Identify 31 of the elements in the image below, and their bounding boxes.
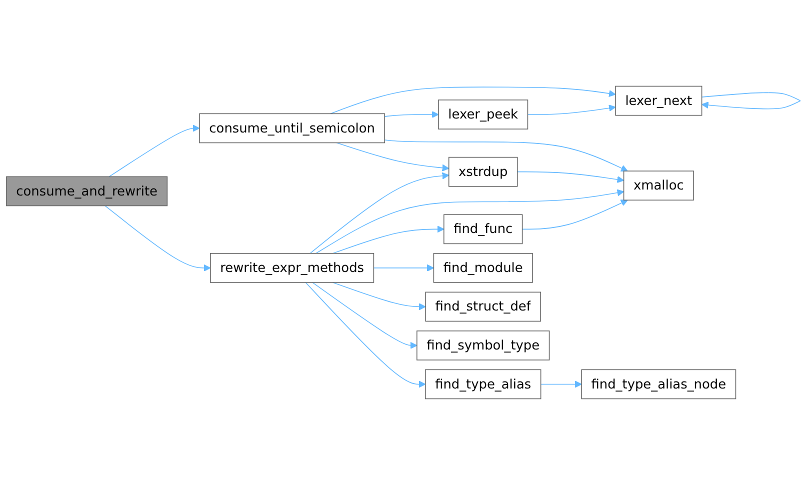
node-box: find_func — [444, 214, 523, 244]
node-box: find_module — [433, 253, 533, 283]
node-box: lexer_peek — [438, 100, 528, 130]
arrow — [516, 171, 624, 183]
arrow — [540, 380, 582, 388]
node-box: lexer_next — [615, 86, 702, 116]
node-box: find_symbol_type — [416, 330, 550, 360]
arrow — [316, 189, 624, 254]
arrow — [332, 226, 444, 254]
arrow — [701, 92, 801, 110]
arrow — [312, 282, 418, 350]
node-box: find_struct_def — [425, 292, 541, 322]
arrow — [527, 104, 616, 115]
arrow — [104, 205, 211, 272]
arrow — [310, 172, 450, 254]
arrow — [108, 124, 200, 178]
arrow — [373, 264, 434, 272]
arrow — [332, 282, 426, 310]
arrow — [330, 86, 616, 114]
arrow — [305, 282, 426, 388]
node-box: find_type_alias — [424, 369, 542, 400]
arrow — [522, 200, 628, 230]
node-box: find_type_alias_node — [581, 369, 736, 400]
node-box: consume_until_semicolon — [199, 113, 386, 144]
node-box: xstrdup — [448, 156, 518, 187]
arrow — [384, 140, 628, 172]
node-box: rewrite_expr_methods — [210, 253, 374, 283]
arrow — [384, 110, 439, 118]
arrow — [336, 142, 450, 172]
node-box: xmalloc — [623, 170, 694, 200]
node-box: consume_and_rewrite — [6, 176, 168, 206]
